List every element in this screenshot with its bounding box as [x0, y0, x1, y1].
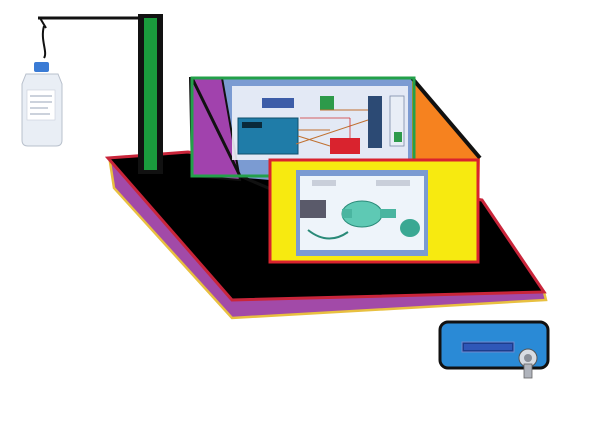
ambu-bag-icon [300, 176, 424, 250]
arduino-circuit-icon [232, 86, 408, 160]
stand-pole [138, 14, 163, 174]
iv-stand-icon [38, 18, 152, 28]
iv-bottle-icon [22, 26, 62, 146]
ambu-box [270, 160, 478, 262]
knob-icon [519, 349, 537, 378]
control-device-icon [440, 322, 548, 378]
